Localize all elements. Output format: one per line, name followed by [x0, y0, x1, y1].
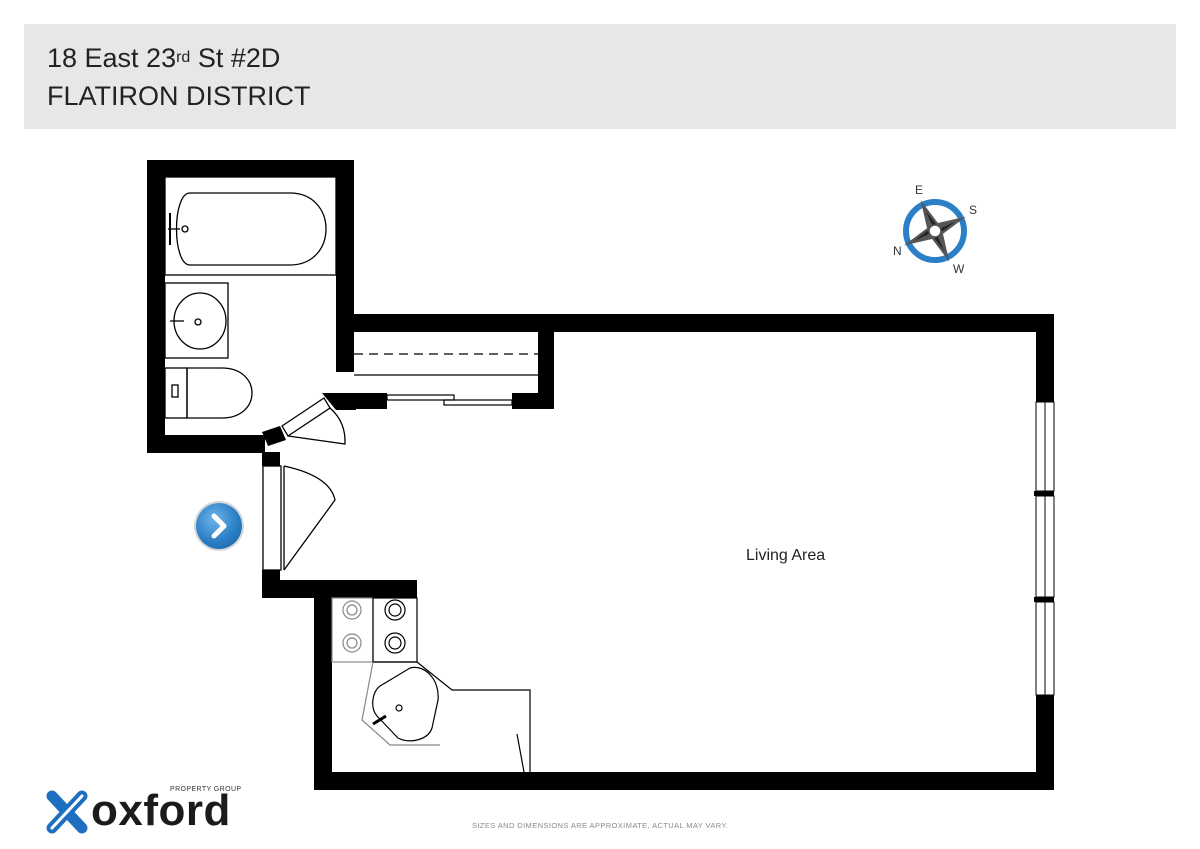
- compass-north-label: N: [893, 244, 902, 258]
- burner-3-inner: [388, 603, 402, 617]
- burner-2: [342, 633, 362, 653]
- closet: [354, 353, 538, 406]
- wall-mullion-2: [1034, 597, 1054, 602]
- compass-south-label: S: [969, 203, 977, 217]
- neighborhood-title: FLATIRON DISTRICT: [47, 81, 311, 111]
- wall-right-upper: [1036, 314, 1054, 402]
- counter-edge-lower: [361, 661, 440, 746]
- sink-drain: [194, 318, 202, 326]
- wall-kitchen-left: [314, 580, 332, 790]
- logo-tagline: PROPERTY GROUP: [170, 786, 242, 793]
- address-prefix: 18 East 23: [47, 43, 177, 73]
- closet-door-right: [443, 399, 513, 406]
- wall-entry-jamb-bottom: [262, 570, 280, 598]
- burner-1-inner: [346, 604, 358, 616]
- burner-3: [384, 599, 406, 621]
- bathroom-fixtures: [164, 176, 337, 419]
- kitchen-faucet: [372, 714, 387, 726]
- wall-closet-side: [538, 332, 554, 409]
- compass-center: [928, 224, 942, 238]
- wall-bath-left: [147, 160, 165, 453]
- bath-door-swing: [287, 407, 346, 445]
- compass-west-label: W: [953, 262, 965, 276]
- toilet-tank: [164, 367, 188, 419]
- counter-edge: [373, 661, 531, 772]
- kitchen-sink-drain: [395, 704, 403, 712]
- listing-header: 18 East 23rd St #2D FLATIRON DISTRICT: [24, 24, 1176, 129]
- doors: [262, 397, 346, 571]
- counter-end: [516, 733, 525, 773]
- wall-right-lower: [1036, 695, 1054, 790]
- address-suffix: St #2D: [190, 43, 281, 73]
- wall-bath-right: [336, 160, 354, 372]
- toilet-lever: [171, 384, 179, 398]
- toilet-bowl: [186, 367, 253, 419]
- wall-top: [336, 314, 1054, 332]
- wall-kitchen-top: [262, 580, 417, 598]
- wall-mullion-1: [1034, 491, 1054, 496]
- compass-ring: [903, 199, 967, 263]
- room-label-living-area: Living Area: [746, 547, 826, 564]
- vanity: [164, 282, 229, 359]
- bathtub: [175, 192, 327, 266]
- wall-bath-top: [147, 160, 354, 177]
- burner-1: [342, 600, 362, 620]
- windows: [1035, 401, 1055, 696]
- address-ordinal: rd: [176, 49, 191, 66]
- compass-east-label: E: [915, 183, 923, 197]
- disclaimer-text: SIZES AND DIMENSIONS ARE APPROXIMATE, AC…: [472, 821, 729, 830]
- walls: [147, 160, 1054, 790]
- tub-enclosure: [164, 176, 337, 276]
- logo-wordmark: oxford: [91, 786, 231, 835]
- oxford-logo: PROPERTY GROUP oxford: [44, 786, 254, 835]
- wall-bath-corner: [262, 426, 286, 446]
- burner-4-inner: [388, 636, 402, 650]
- bath-door-leaf: [281, 397, 331, 437]
- closet-door-left: [386, 394, 455, 401]
- chevron-right-icon: [211, 513, 227, 539]
- wall-bath-bottom: [147, 435, 265, 453]
- wall-bottom: [314, 772, 1054, 790]
- wall-closet-left: [354, 393, 387, 409]
- entry-door-leaf: [262, 465, 282, 571]
- compass-rose-icon: E S N W: [893, 183, 977, 276]
- oxford-x-logo-icon: [46, 790, 88, 834]
- kitchen: [331, 597, 531, 773]
- burner-2-inner: [346, 637, 358, 649]
- wall-entry-jamb-top: [262, 452, 280, 466]
- kitchen-sink: [372, 666, 439, 742]
- wall-bath-jamb: [322, 393, 356, 410]
- entry-arrow-icon[interactable]: [196, 503, 242, 549]
- burner-4: [384, 632, 406, 654]
- address-title: 18 East 23rd St #2D: [47, 42, 280, 79]
- tub-drain: [181, 225, 189, 233]
- entry-door-swing: [283, 465, 336, 571]
